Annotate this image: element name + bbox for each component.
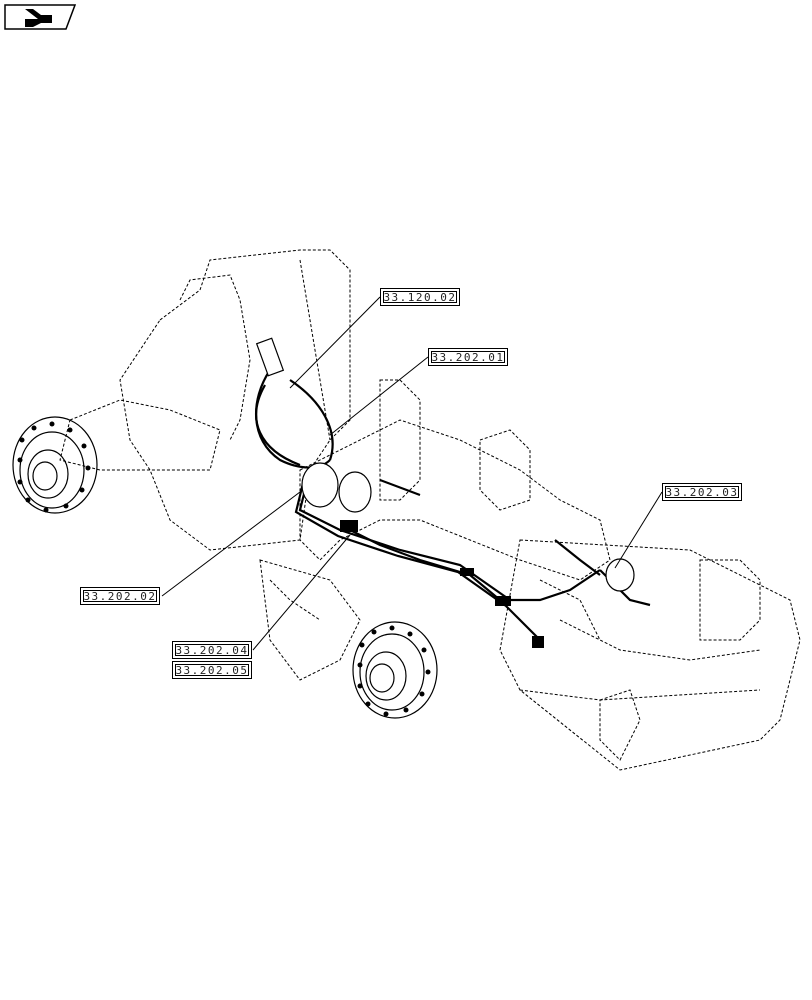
left-wheel-hub: [12, 416, 98, 514]
back-arrow-icon[interactable]: [4, 4, 76, 30]
hydraulic-hoses: [254, 369, 651, 641]
leader-lines: [161, 296, 663, 651]
center-spine: [299, 419, 611, 581]
callout-33-202-01[interactable]: 33.202.01: [428, 348, 508, 366]
right-chassis: [499, 539, 801, 771]
callout-33-202-04[interactable]: 33.202.04: [172, 641, 252, 659]
callout-33-120-02[interactable]: 33.120.02: [380, 288, 460, 306]
filter-housings: [255, 337, 635, 592]
left-axle-arm: [59, 399, 221, 471]
callout-33-202-03[interactable]: 33.202.03: [662, 483, 742, 501]
callout-33-202-02[interactable]: 33.202.02: [80, 587, 160, 605]
lower-frame: [259, 559, 361, 681]
callout-33-202-05[interactable]: 33.202.05: [172, 661, 252, 679]
left-frame: [119, 249, 351, 551]
right-wheel-hub: [352, 621, 438, 719]
